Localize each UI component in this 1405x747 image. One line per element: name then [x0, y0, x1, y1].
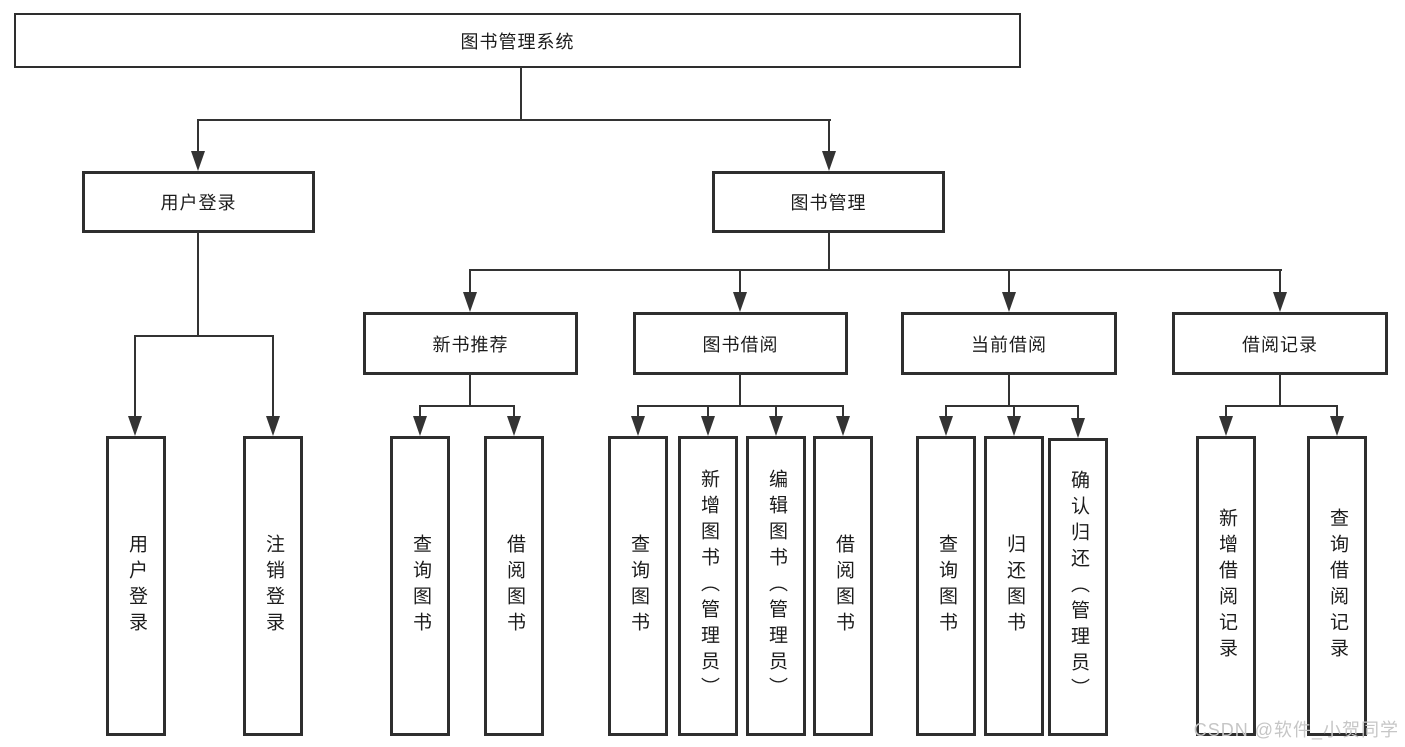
csdn-watermark: CSDN @软件_小贺同学 — [1193, 720, 1399, 740]
connector-line — [419, 405, 515, 407]
arrow-down-icon — [939, 416, 953, 436]
node-book-borrow: 图书借阅 — [633, 312, 848, 375]
connector-line — [828, 232, 830, 271]
arrow-down-icon — [507, 416, 521, 436]
connector-line — [1077, 405, 1079, 419]
node-br-query-record: 查询借阅记录 — [1307, 436, 1367, 736]
connector-line — [637, 405, 639, 419]
node-book-mgmt: 图书管理 — [712, 171, 945, 233]
connector-line — [828, 119, 830, 153]
connector-line — [1008, 374, 1010, 407]
arrow-down-icon — [1273, 292, 1287, 312]
connector-line — [197, 119, 199, 153]
connector-line — [134, 335, 274, 337]
connector-line — [1279, 269, 1281, 294]
connector-line — [272, 335, 274, 418]
node-cb-query-books: 查询图书 — [916, 436, 976, 736]
node-nb-query-books: 查询图书 — [390, 436, 450, 736]
node-current-borrow: 当前借阅 — [901, 312, 1117, 375]
node-new-book-rec: 新书推荐 — [363, 312, 578, 375]
arrow-down-icon — [191, 151, 205, 171]
connector-line — [707, 405, 709, 419]
node-bb-add-books: 新增图书（管理员） — [678, 436, 738, 736]
node-bb-query-books: 查询图书 — [608, 436, 668, 736]
connector-line — [1279, 374, 1281, 407]
connector-line — [197, 232, 199, 336]
connector-line — [1336, 405, 1338, 419]
node-borrow-records: 借阅记录 — [1172, 312, 1388, 375]
arrow-down-icon — [701, 416, 715, 436]
arrow-down-icon — [631, 416, 645, 436]
connector-line — [1225, 405, 1338, 407]
arrow-down-icon — [266, 416, 280, 436]
arrow-down-icon — [836, 416, 850, 436]
node-cb-confirm-return: 确认归还（管理员） — [1048, 438, 1108, 736]
arrow-down-icon — [1002, 292, 1016, 312]
node-user-login: 用户登录 — [82, 171, 315, 233]
arrow-down-icon — [822, 151, 836, 171]
arrow-down-icon — [128, 416, 142, 436]
connector-line — [637, 405, 844, 407]
connector-line — [197, 119, 831, 121]
connector-line — [1008, 269, 1010, 294]
arrow-down-icon — [413, 416, 427, 436]
connector-line — [945, 405, 947, 419]
arrow-down-icon — [769, 416, 783, 436]
connector-line — [842, 405, 844, 419]
connector-line — [419, 405, 421, 419]
connector-line — [134, 335, 136, 418]
connector-line — [739, 374, 741, 407]
connector-line — [945, 405, 1079, 407]
arrow-down-icon — [1071, 418, 1085, 438]
connector-line — [739, 269, 741, 294]
connector-line — [513, 405, 515, 419]
connector-line — [1225, 405, 1227, 419]
connector-line — [1013, 405, 1015, 419]
connector-line — [520, 67, 522, 120]
connector-line — [469, 269, 471, 294]
node-bb-edit-books: 编辑图书（管理员） — [746, 436, 806, 736]
arrow-down-icon — [1219, 416, 1233, 436]
node-leaf-user-login: 用户登录 — [106, 436, 166, 736]
arrow-down-icon — [733, 292, 747, 312]
node-br-add-record: 新增借阅记录 — [1196, 436, 1256, 736]
node-root: 图书管理系统 — [14, 13, 1021, 68]
connector-line — [469, 374, 471, 407]
node-cb-return-books: 归还图书 — [984, 436, 1044, 736]
arrow-down-icon — [1330, 416, 1344, 436]
node-nb-borrow-books: 借阅图书 — [484, 436, 544, 736]
node-bb-borrow-books: 借阅图书 — [813, 436, 873, 736]
connector-line — [469, 269, 1282, 271]
connector-line — [775, 405, 777, 419]
arrow-down-icon — [463, 292, 477, 312]
arrow-down-icon — [1007, 416, 1021, 436]
node-leaf-logout: 注销登录 — [243, 436, 303, 736]
